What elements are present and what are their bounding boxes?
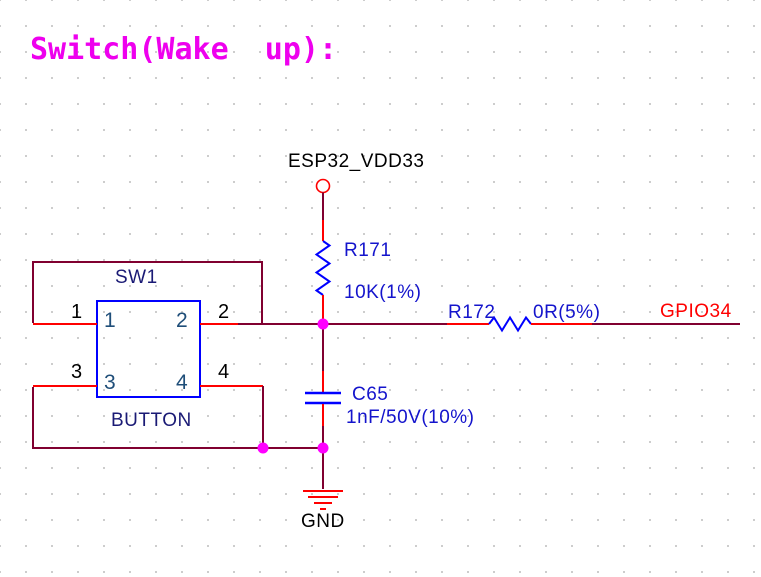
c65-refdes[interactable]: C65 (352, 384, 389, 405)
sw1-inner-pin3-number: 3 (104, 371, 117, 394)
junction-dot[interactable] (257, 442, 269, 454)
sw1-pin4-number: 4 (218, 361, 230, 383)
sw1-inner-pin1-number: 1 (104, 309, 117, 332)
r172-zigzag-icon[interactable] (488, 315, 532, 333)
wire-bottom-loop[interactable] (32, 387, 323, 449)
wire-top-loop[interactable] (32, 261, 263, 323)
sw1-pin3-number: 3 (71, 361, 83, 383)
r172-value[interactable]: 0R(5%) (533, 302, 601, 323)
sw1-pin2-number: 2 (218, 301, 230, 323)
sheet-title[interactable]: Switch(Wake up): (30, 32, 338, 67)
net-label-gpio34[interactable]: GPIO34 (660, 301, 732, 322)
r172-refdes[interactable]: R172 (448, 302, 496, 323)
r171-zigzag-icon[interactable] (314, 240, 332, 296)
power-pin-circle-icon[interactable] (315, 178, 331, 194)
junction-dot[interactable] (317, 442, 329, 454)
sw1-inner-pin2-number: 2 (176, 309, 189, 332)
capacitor-c65-symbol[interactable] (305, 371, 341, 426)
sw1-refdes[interactable]: SW1 (115, 267, 158, 288)
sw1-inner-pin4-number: 4 (176, 371, 189, 394)
resistor-r171-symbol[interactable] (314, 220, 332, 324)
switch-sw1-symbol[interactable] (33, 300, 263, 398)
r171-value[interactable]: 10K(1%) (344, 282, 422, 303)
sw1-pin1-number: 1 (71, 301, 83, 323)
r171-refdes[interactable]: R171 (344, 240, 392, 261)
sw1-body-box[interactable] (96, 300, 201, 398)
resistor-r172-symbol[interactable] (447, 315, 592, 333)
power-symbol[interactable] (315, 178, 331, 221)
junction-dot[interactable] (317, 318, 329, 330)
sw1-value[interactable]: BUTTON (111, 410, 192, 431)
gnd-symbol[interactable] (303, 490, 343, 510)
net-label-gnd[interactable]: GND (301, 511, 345, 532)
c65-value[interactable]: 1nF/50V(10%) (346, 407, 475, 428)
net-label-esp32-vdd33[interactable]: ESP32_VDD33 (288, 151, 425, 172)
